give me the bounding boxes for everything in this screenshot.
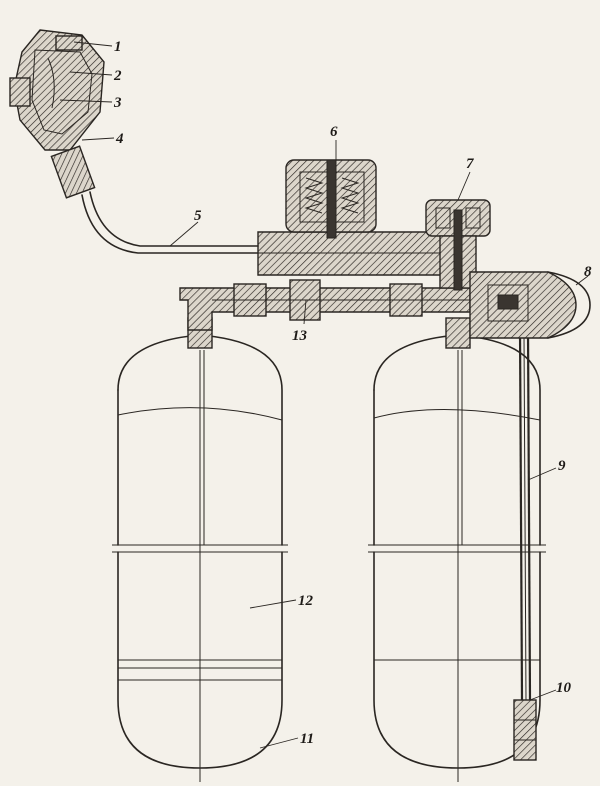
right-cylinder (368, 317, 546, 782)
label-5: 5 (194, 208, 202, 224)
gauge-tube (513, 329, 537, 761)
valve-8 (469, 271, 591, 339)
label-8: 8 (584, 264, 592, 280)
label-12: 12 (298, 593, 314, 609)
mask (9, 29, 105, 199)
hose-5 (81, 191, 259, 254)
manifold (179, 279, 471, 331)
left-cylinder (112, 317, 288, 782)
label-10: 10 (556, 680, 572, 696)
leader-lines (59, 41, 589, 749)
labels: 1 2 3 4 5 6 7 8 9 10 11 12 13 (113, 39, 592, 747)
label-7: 7 (466, 156, 474, 172)
label-3: 3 (113, 95, 122, 111)
label-9: 9 (558, 458, 566, 474)
label-13: 13 (292, 328, 308, 344)
label-11: 11 (300, 731, 314, 747)
label-4: 4 (115, 131, 124, 147)
label-6: 6 (330, 124, 338, 140)
label-2: 2 (113, 68, 122, 84)
reducer-body (257, 159, 446, 276)
valve-7 (425, 199, 491, 291)
label-1: 1 (114, 39, 122, 55)
